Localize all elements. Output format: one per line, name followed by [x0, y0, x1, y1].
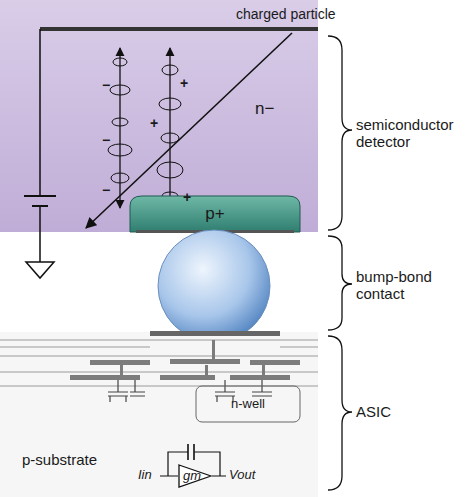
art-path — [328, 236, 352, 330]
p-plus-implant — [130, 196, 300, 232]
art-rect — [70, 375, 140, 380]
node-label: n-well — [231, 397, 265, 411]
particle-track — [86, 33, 292, 228]
node-label: p+ — [205, 205, 224, 224]
charge-sign: + — [183, 190, 191, 204]
metal-layers — [70, 340, 300, 380]
art-ellipse — [159, 98, 181, 110]
art-rect — [170, 359, 240, 364]
detector-bulk: n− p+ — [0, 0, 318, 232]
amp-outline — [179, 465, 211, 487]
asic-substrate: p-substrate n-well gm — [0, 332, 318, 497]
art-path — [328, 36, 352, 230]
battery-symbol — [24, 196, 56, 206]
amplifier-triangle: gm — [178, 464, 212, 488]
drift-arrow — [169, 48, 170, 208]
charge-clouds — [108, 58, 183, 200]
art-rect — [120, 365, 123, 375]
asic-layers — [0, 340, 318, 386]
art-ellipse — [111, 173, 129, 183]
art-path — [130, 380, 145, 396]
bump-sphere — [158, 230, 270, 342]
feedback-capacitor — [188, 444, 194, 460]
charge-sign: − — [102, 183, 110, 197]
bracket-label: semiconductor detector — [356, 116, 468, 151]
art-ellipse — [113, 58, 127, 66]
ground-symbol — [26, 262, 54, 278]
art-rect — [160, 375, 215, 380]
charge-sign: + — [150, 116, 158, 130]
n-well-outline — [196, 386, 300, 422]
node-label: n− — [255, 100, 274, 119]
node-label: p-substrate — [22, 452, 97, 469]
art-path — [252, 380, 272, 396]
art-ellipse — [108, 144, 132, 156]
art-ellipse — [162, 65, 178, 75]
art-rect — [212, 340, 215, 360]
art-ellipse — [157, 162, 183, 178]
art-path — [328, 336, 352, 490]
n-bulk — [0, 0, 318, 232]
bracket-label: bump-bond contact — [356, 268, 468, 303]
bond-pad — [150, 331, 280, 336]
charge-sign: − — [102, 78, 110, 92]
art-path — [0, 340, 318, 386]
signal-name: Iin — [138, 468, 152, 483]
particle-label: charged particle — [236, 6, 336, 22]
signal-name: Vout — [229, 468, 255, 483]
art-rect — [250, 360, 300, 365]
charge-sign: − — [102, 133, 110, 147]
art-rect — [205, 365, 208, 375]
asic-body — [0, 332, 318, 497]
art-rect — [262, 365, 265, 375]
art-ellipse — [110, 85, 130, 95]
n-well-region: n-well — [196, 386, 300, 422]
node-label: gm — [183, 469, 201, 483]
art-rect — [90, 360, 150, 365]
p-plus-region: p+ — [130, 196, 300, 232]
art-ellipse — [112, 118, 128, 126]
bracket-label: ASIC — [356, 403, 391, 420]
top-electrode — [40, 27, 318, 31]
art-rect — [230, 375, 290, 380]
charge-sign: + — [180, 76, 188, 90]
bias-wire — [39, 29, 41, 262]
drift-arrow — [119, 48, 120, 208]
art-path — [108, 380, 128, 402]
curly-bracket — [328, 36, 352, 490]
